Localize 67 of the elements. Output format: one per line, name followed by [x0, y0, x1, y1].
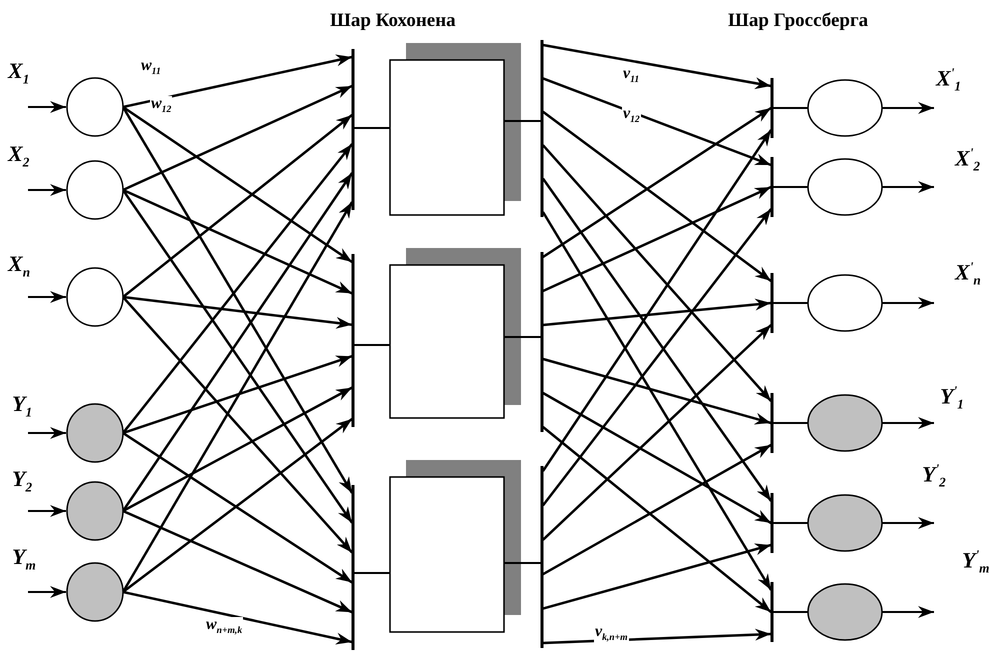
variable-label: X$_{1}$	[8, 60, 30, 86]
weight-arrow	[122, 386, 353, 512]
kohonen-unit	[350, 246, 545, 434]
neuron-ellipse	[770, 391, 884, 455]
signal-arrow	[882, 102, 934, 114]
signal-arrow	[882, 517, 934, 529]
neuron-ellipse	[770, 155, 884, 219]
signal-arrow	[28, 291, 66, 303]
neuron-circle	[66, 403, 124, 463]
weight-arrow	[542, 298, 772, 326]
weight-arrow	[122, 106, 353, 264]
weight-arrow	[542, 211, 772, 591]
neuron-circle	[66, 77, 124, 137]
weight-arrow	[542, 106, 772, 258]
weight-arrow	[122, 114, 353, 298]
weight-arrow	[122, 54, 352, 108]
weight-arrow	[542, 392, 772, 524]
weight-arrow	[122, 106, 354, 494]
signal-arrow	[882, 297, 934, 309]
weight-arrow	[542, 186, 772, 292]
edge-label: w$_{n+m,k}$	[205, 617, 244, 636]
neuron-ellipse	[770, 580, 884, 644]
variable-label: Y$_{1}$	[12, 393, 32, 419]
variable-label: X$_{2}$	[8, 143, 30, 169]
edge-label: v$_{12}$	[622, 106, 641, 125]
layer-title: Шар Гроссберга	[728, 10, 868, 32]
signal-arrow	[28, 427, 66, 439]
signal-arrow	[882, 417, 934, 429]
weight-arrow	[122, 296, 352, 329]
neuron-circle	[66, 562, 124, 622]
signal-arrow	[28, 184, 66, 196]
kohonen-unit	[350, 38, 545, 219]
layer-title: Шар Кохонена	[330, 10, 456, 32]
weight-arrow	[122, 590, 352, 644]
weight-arrow	[542, 444, 772, 576]
edge-label: w$_{12}$	[150, 96, 172, 115]
signal-arrow	[28, 101, 66, 113]
variable-label: Y$_{2}$	[12, 468, 32, 494]
weight-arrow	[122, 296, 353, 554]
signal-arrow	[882, 181, 934, 193]
kohonen-unit	[350, 458, 545, 652]
weight-arrow	[542, 426, 772, 613]
neuron-circle	[66, 267, 124, 327]
weight-arrow	[122, 143, 353, 434]
weight-arrow	[542, 144, 772, 402]
neuron-ellipse	[770, 271, 884, 335]
weight-arrow	[542, 77, 772, 166]
neuron-ellipse	[770, 491, 884, 555]
signal-arrow	[882, 606, 934, 618]
weight-arrow	[542, 358, 772, 424]
weight-arrow	[542, 129, 772, 472]
weight-arrow	[122, 510, 352, 614]
weight-arrow	[542, 544, 772, 610]
weight-arrow	[122, 188, 353, 295]
weight-arrow	[542, 324, 772, 541]
weight-arrow	[122, 355, 352, 434]
neuron-circle	[66, 481, 124, 541]
weight-arrow	[542, 44, 772, 90]
neuron-ellipse	[770, 76, 884, 140]
neuron-circle	[66, 160, 124, 220]
signal-arrow	[28, 505, 66, 517]
variable-label: X$_{n}$	[8, 253, 30, 279]
signal-arrow	[28, 586, 66, 598]
variable-label: Y$_{m}$	[12, 546, 36, 572]
weight-arrow	[122, 201, 354, 593]
weight-arrow	[122, 84, 353, 192]
weight-arrow	[542, 110, 772, 282]
